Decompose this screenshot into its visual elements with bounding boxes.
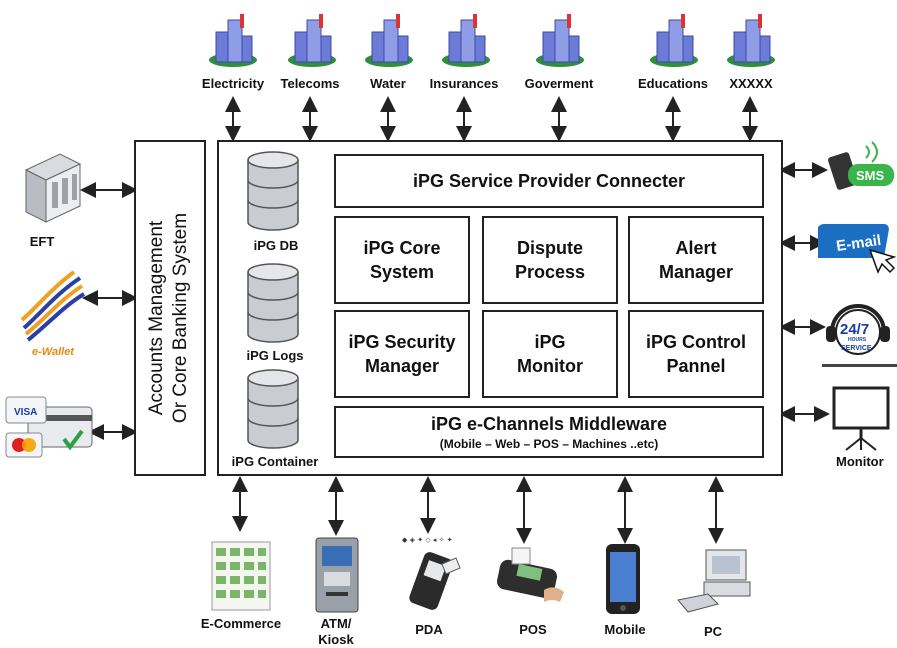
ipg-container-label: iPG Container — [231, 454, 319, 469]
middleware-sublabel: (Mobile – Web – POS – Machines ..etc) — [439, 437, 659, 451]
ewallet-label: e-Wallet — [32, 346, 74, 358]
svg-text:◆ ◈ ✦ ◇ ◂ ✧ ✦: ◆ ◈ ✦ ◇ ◂ ✧ ✦ — [402, 536, 453, 544]
provider-label-insurances: Insurances — [429, 76, 499, 91]
building-icon — [442, 14, 490, 67]
database-icon — [247, 263, 299, 343]
support-headset-icon: 24/7 HOURS SERVICE — [822, 304, 897, 367]
atm-kiosk-icon — [315, 537, 359, 613]
ecommerce-catalog-icon — [211, 541, 271, 611]
eft-label: EFT — [29, 234, 55, 249]
alert-line2: Manager — [658, 262, 734, 282]
pda-device-icon: ◆ ◈ ✦ ◇ ◂ ✧ ✦ — [402, 536, 461, 610]
accounts-management-label: Accounts Management Or Core Banking Syst… — [145, 178, 195, 458]
building-icon — [365, 14, 413, 67]
monitor-label: Monitor — [836, 454, 884, 469]
support-service-text: SERVICE — [841, 345, 872, 352]
monitor-line1: iPG — [534, 332, 566, 352]
control-line2: Pannel — [666, 356, 726, 376]
provider-label-educations: Educations — [637, 76, 709, 91]
building-icon — [727, 14, 775, 67]
credit-cards-icon: VISA — [5, 396, 93, 458]
ipg-db-label: iPG DB — [253, 238, 299, 253]
provider-label-electricity: Electricity — [201, 76, 265, 91]
security-manager-block: iPG Security Manager — [334, 310, 470, 398]
core-line1: iPG Core — [363, 238, 441, 258]
atm-kiosk-label: ATM/ Kiosk — [306, 616, 366, 648]
service-provider-connecter-block: iPG Service Provider Connecter — [334, 154, 764, 208]
control-pannel-block: iPG Control Pannel — [628, 310, 764, 398]
accounts-management-box — [134, 140, 206, 476]
alert-manager-block: Alert Manager — [628, 216, 764, 304]
security-line2: Manager — [364, 356, 440, 376]
monitor-line2: Monitor — [517, 356, 583, 376]
pc-label: PC — [703, 624, 723, 639]
e-channels-middleware-block: iPG e-Channels Middleware (Mobile – Web … — [334, 406, 764, 458]
building-icon — [536, 14, 584, 67]
dispute-line2: Process — [514, 262, 586, 282]
core-system-block: iPG Core System — [334, 216, 470, 304]
ewallet-icon — [20, 270, 86, 342]
bank-building-icon — [24, 153, 82, 223]
security-line1: iPG Security — [348, 332, 456, 352]
ipg-monitor-block: iPG Monitor — [482, 310, 618, 398]
provider-label-xxxxx: XXXXX — [729, 76, 773, 91]
provider-label-water: Water — [370, 76, 406, 91]
connecter-label: iPG Service Provider Connecter — [412, 171, 686, 191]
email-key-icon: E-mail — [818, 224, 897, 274]
provider-label-telecoms: Telecoms — [280, 76, 340, 91]
ipg-logs-label: iPG Logs — [246, 348, 304, 363]
provider-label-goverment: Goverment — [524, 76, 594, 91]
pos-terminal-icon — [497, 547, 564, 602]
control-line1: iPG Control — [646, 332, 746, 352]
dispute-process-block: Dispute Process — [482, 216, 618, 304]
pda-label: PDA — [415, 622, 443, 637]
sms-text: SMS — [856, 168, 885, 183]
database-icon — [247, 369, 299, 449]
mobile-label: Mobile — [604, 622, 646, 637]
monitor-display-icon — [832, 386, 890, 451]
building-icon — [650, 14, 698, 67]
atm-label-line1: ATM/ — [320, 616, 352, 631]
pos-label: POS — [519, 622, 547, 637]
core-line2: System — [369, 262, 435, 282]
database-icon — [247, 151, 299, 231]
email-text: E-mail — [835, 232, 882, 255]
support-24-7-text: 24/7 — [840, 321, 869, 338]
building-icon — [209, 14, 257, 67]
atm-label-line2: Kiosk — [318, 632, 354, 647]
accounts-line2: Or Core Banking System — [170, 212, 191, 424]
mobile-phone-icon — [606, 544, 640, 614]
dispute-line1: Dispute — [516, 238, 583, 258]
pc-computer-icon — [677, 549, 751, 613]
alert-line1: Alert — [675, 238, 717, 258]
visa-text: VISA — [14, 407, 37, 418]
accounts-line1: Accounts Management — [146, 220, 167, 416]
sms-phone-icon: SMS — [828, 141, 894, 190]
middleware-label: iPG e-Channels Middleware — [430, 414, 668, 434]
building-icon — [288, 14, 336, 67]
ecommerce-label: E-Commerce — [200, 616, 282, 631]
support-hours-text: HOURS — [848, 337, 867, 343]
